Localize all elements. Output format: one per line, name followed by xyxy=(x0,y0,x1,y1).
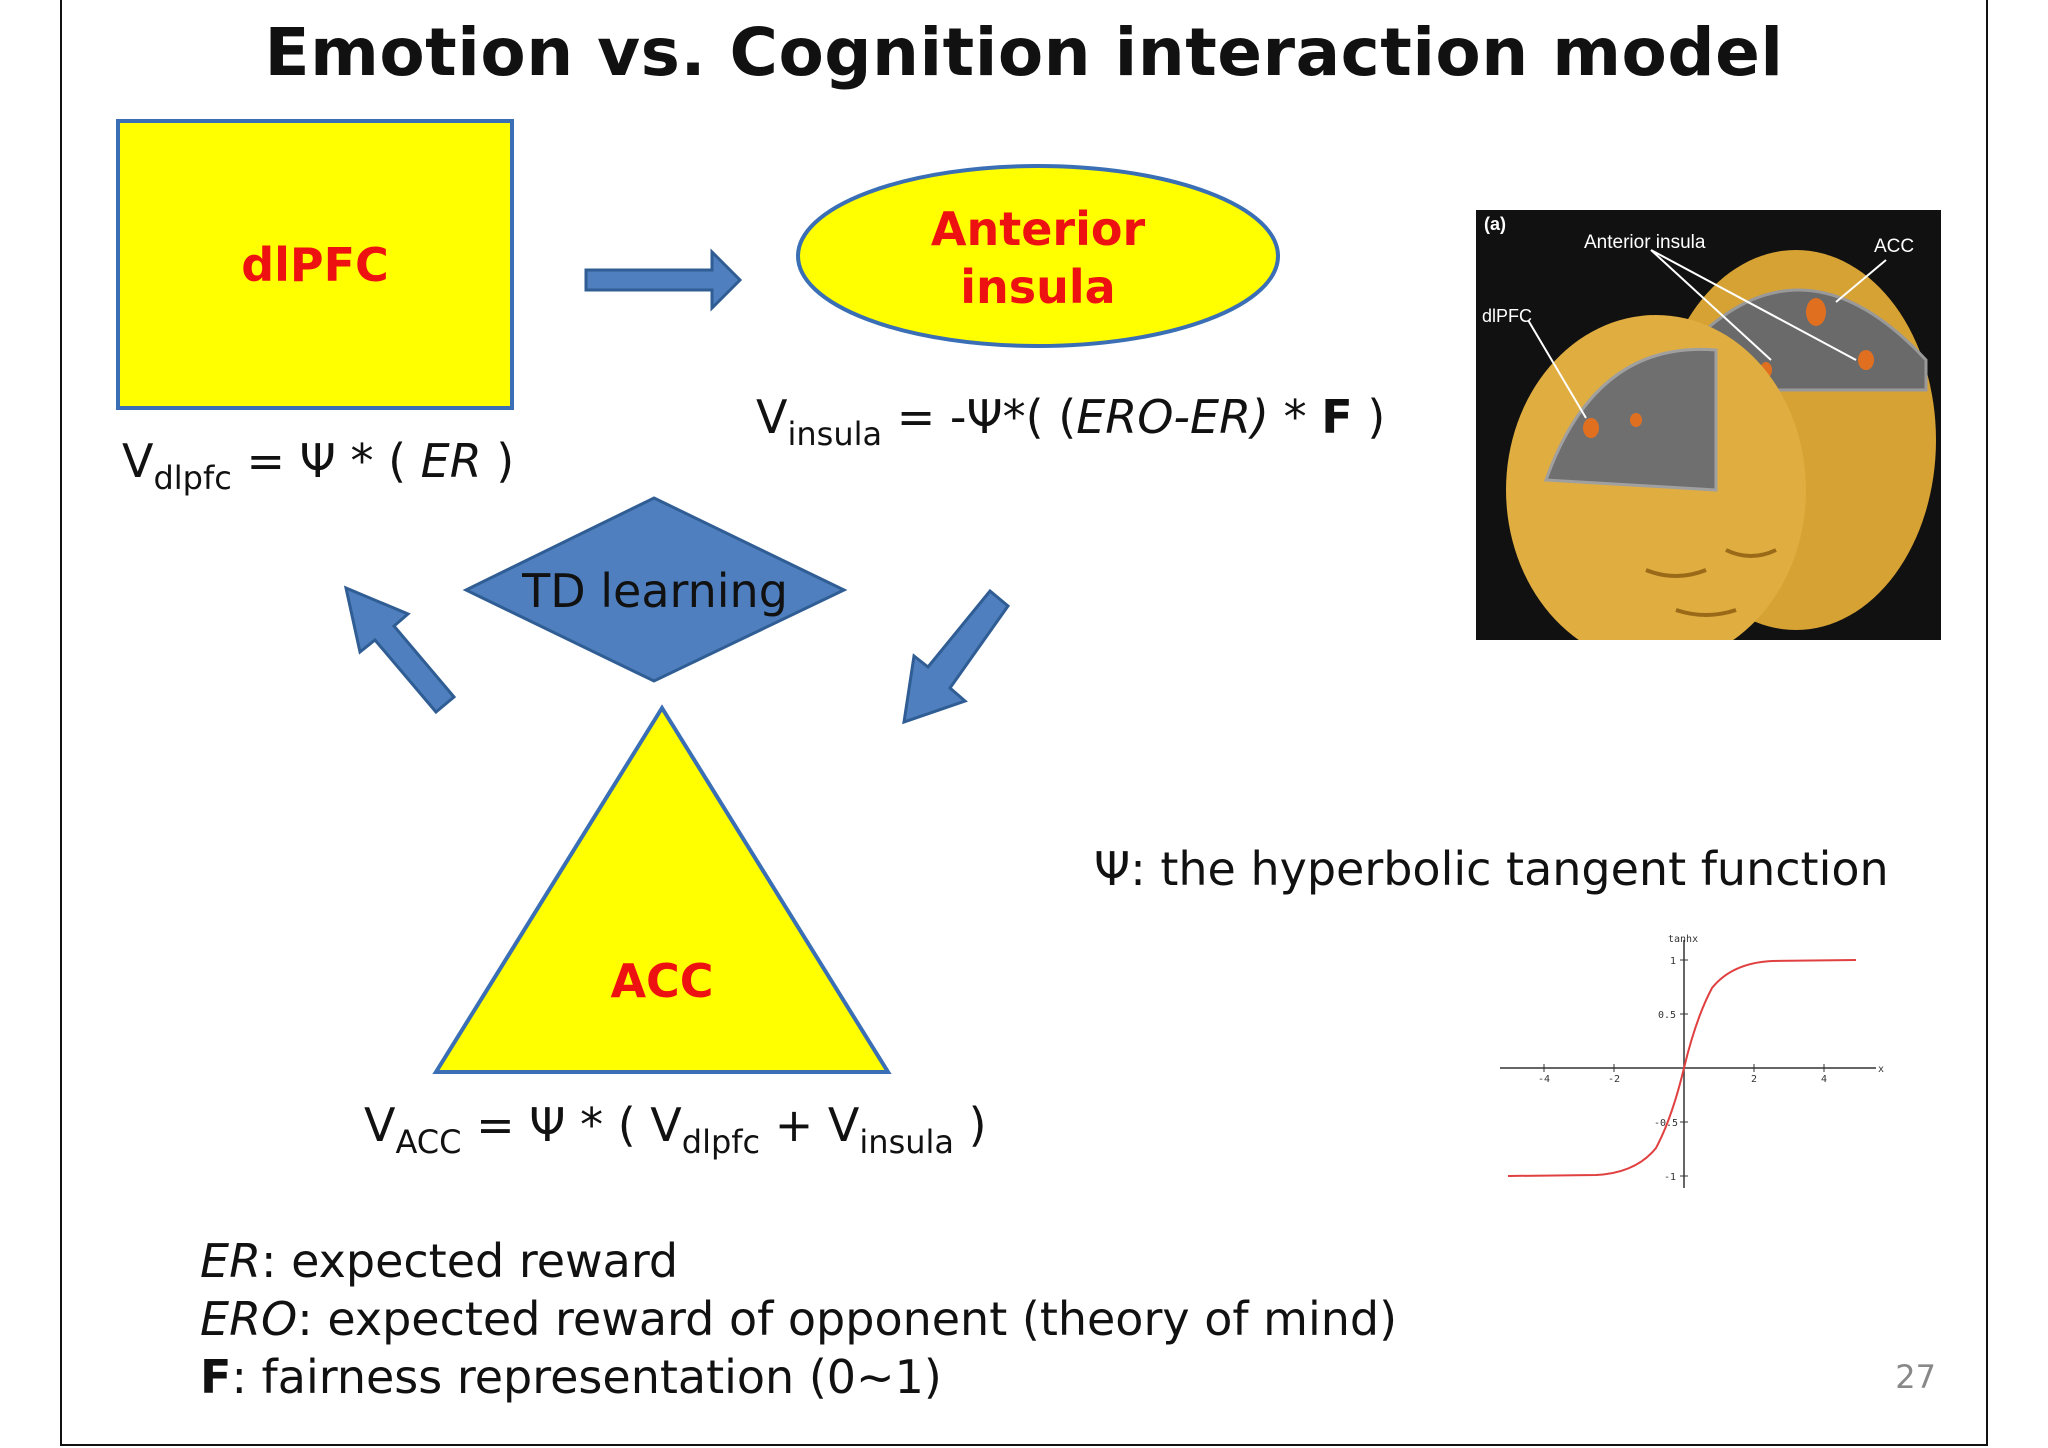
acc-triangle xyxy=(432,704,892,1074)
td-learning-label: TD learning xyxy=(522,564,788,618)
photo-label-insula: Anterior insula xyxy=(1584,232,1706,253)
tanh-ytick: -1 xyxy=(1664,1172,1676,1183)
slide-frame xyxy=(60,0,1988,1446)
legend-item-f: F: fairness representation (0~1) xyxy=(200,1350,942,1404)
photo-label-acc: ACC xyxy=(1874,236,1915,257)
tanh-xtick: -4 xyxy=(1538,1074,1550,1085)
tanh-plot: tanhx x -4 -2 2 4 1 0.5 -0.5 -1 xyxy=(1500,934,1884,1188)
insula-label-line2: insula xyxy=(960,260,1116,314)
arrow-insula-to-acc xyxy=(902,588,1011,725)
legend-item-ero: ERO: expected reward of opponent (theory… xyxy=(200,1292,1398,1346)
tanh-ytick: 0.5 xyxy=(1658,1010,1676,1021)
photo-label-dlpfc: dlPFC xyxy=(1482,306,1533,326)
arrow-dlpfc-to-insula xyxy=(584,248,743,312)
photo-panel-label: (a) xyxy=(1484,214,1506,234)
page-number: 27 xyxy=(1895,1358,1936,1396)
tanh-ytick: 1 xyxy=(1670,956,1676,967)
slide-title: Emotion vs. Cognition interaction model xyxy=(264,14,1784,91)
insula-ellipse xyxy=(796,164,1280,348)
formula-insula: Vinsula = -Ψ*( (ERO-ER) * F ) xyxy=(756,390,1386,453)
brain-photo: (a) Anterior insula ACC dlPFC xyxy=(1476,210,1941,640)
tanh-ytick: -0.5 xyxy=(1654,1118,1678,1129)
dlpfc-box xyxy=(116,119,514,410)
hyperbolic-note: Ψ: the hyperbolic tangent function xyxy=(1094,842,1889,896)
tanh-ylabel: tanhx xyxy=(1668,934,1698,945)
td-learning-diamond xyxy=(462,496,848,683)
legend-item-er: ER: expected reward xyxy=(200,1234,679,1288)
tanh-xtick: 4 xyxy=(1821,1074,1827,1085)
legend: ER: expected reward ERO: expected reward… xyxy=(200,1232,1397,1406)
acc-label: ACC xyxy=(610,954,714,1008)
insula-label-line1: Anterior xyxy=(930,202,1146,256)
tanh-xlabel: x xyxy=(1878,1064,1884,1075)
tanh-xtick: 2 xyxy=(1751,1074,1757,1085)
brain-illustration xyxy=(1476,210,1941,640)
dlpfc-label: dlPFC xyxy=(241,238,389,292)
arrow-acc-to-dlpfc xyxy=(343,585,457,715)
tanh-curve xyxy=(1507,959,1857,1177)
formula-dlpfc: Vdlpfc = Ψ * ( ER ) xyxy=(122,434,515,497)
tanh-xtick: -2 xyxy=(1608,1074,1620,1085)
formula-acc: VACC = Ψ * ( Vdlpfc + Vinsula ) xyxy=(364,1098,987,1161)
